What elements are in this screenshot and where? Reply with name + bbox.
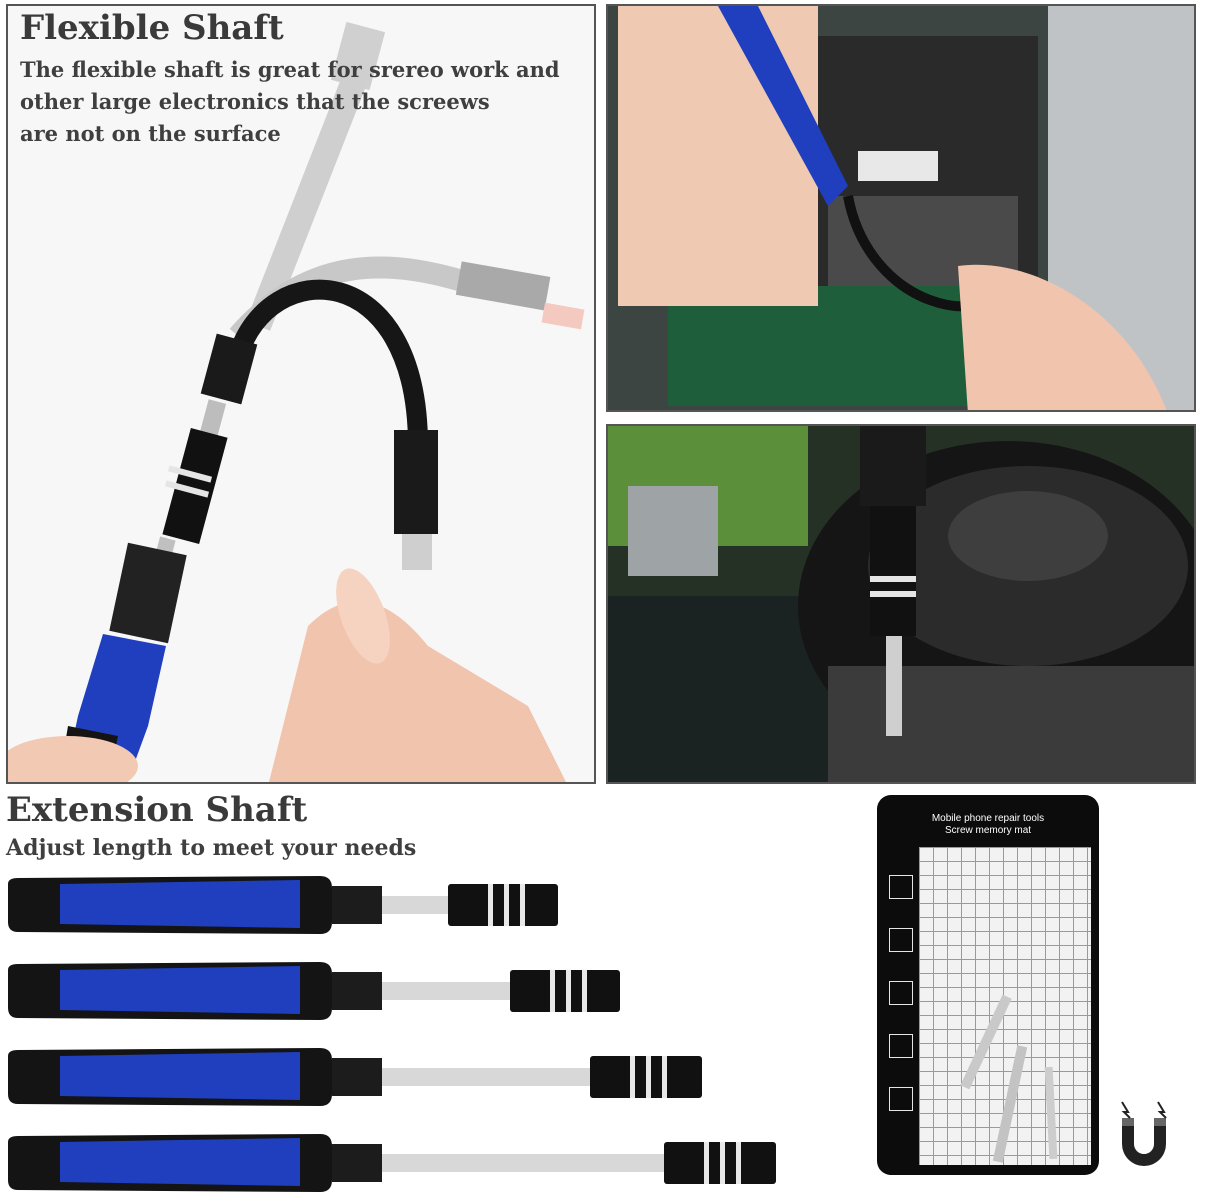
computer-repair-photo xyxy=(606,4,1196,412)
mat-checkbox xyxy=(889,1034,913,1058)
screw-memory-mat: Mobile phone repair tools Screw memory m… xyxy=(877,795,1099,1175)
flexible-shaft-title: Flexible Shaft xyxy=(20,8,284,48)
description-line: are not on the surface xyxy=(20,121,281,146)
memory-mat-line1: Mobile phone repair tools xyxy=(931,813,1045,824)
mat-grid xyxy=(919,847,1091,1165)
flexible-shaft-photo: Flexible Shaft The flexible shaft is gre… xyxy=(6,4,596,784)
flexible-shaft-illustration xyxy=(8,21,585,782)
memory-mat-line2: Screw memory mat xyxy=(944,825,1032,836)
screwdriver-short xyxy=(8,876,558,934)
screwdriver-longest xyxy=(8,1134,776,1192)
screwdriver-bits xyxy=(960,994,1058,1163)
screwdriver-medium xyxy=(8,962,620,1020)
flexible-shaft-description: The flexible shaft is great for srereo w… xyxy=(20,54,590,150)
description-line: The flexible shaft is great for srereo w… xyxy=(20,57,560,82)
cpu-cooler-illustration xyxy=(608,426,1194,782)
extension-screwdrivers xyxy=(8,876,776,1192)
mat-checkbox xyxy=(889,928,913,952)
mat-checkbox xyxy=(889,1087,913,1111)
cpu-cooler-photo xyxy=(606,424,1196,784)
memory-mat-label: Mobile phone repair tools Screw memory m… xyxy=(877,813,1099,837)
screwdriver-long xyxy=(8,1048,702,1106)
extension-shaft-title: Extension Shaft xyxy=(6,790,308,830)
description-line: other large electronics that the screews xyxy=(20,89,490,114)
extension-shaft-subtitle: Adjust length to meet your needs xyxy=(6,835,417,861)
computer-repair-illustration xyxy=(608,6,1194,410)
mat-checkbox xyxy=(889,981,913,1005)
mat-checkbox xyxy=(889,875,913,899)
magnet-icon xyxy=(1121,1101,1167,1166)
